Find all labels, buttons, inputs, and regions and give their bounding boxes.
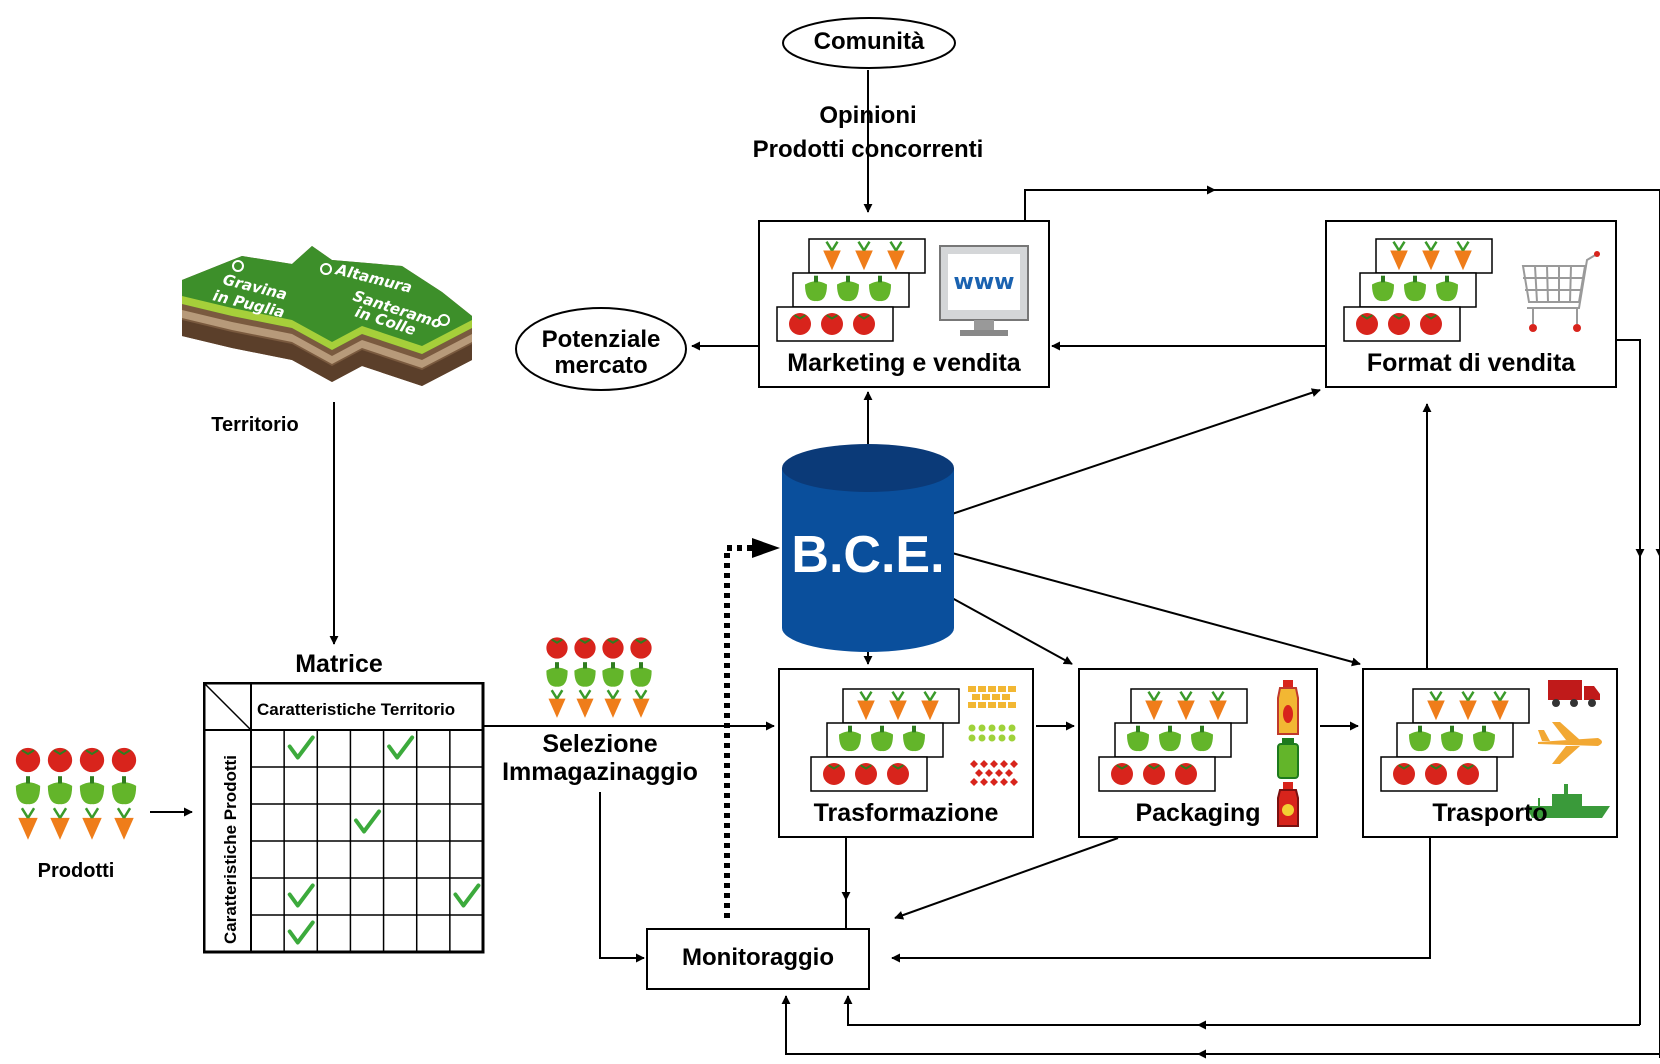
arrow-bottom-loop-1 bbox=[843, 995, 1640, 1026]
arrow-bottom-loop-2 bbox=[781, 995, 1660, 1055]
check-mark-icon bbox=[287, 883, 315, 908]
check-mark-icon bbox=[387, 735, 415, 760]
matrice-label: Matrice bbox=[295, 650, 383, 678]
prodotti-label: Prodotti bbox=[37, 860, 115, 882]
arrow-trasporto-monitoraggio bbox=[891, 838, 1431, 963]
packaging-label: Packaging bbox=[1135, 799, 1261, 827]
matrix-row-header: Caratteristiche Prodotti bbox=[221, 755, 240, 944]
arrow-format-right bbox=[1615, 339, 1641, 1025]
www-monitor-icon: www bbox=[939, 245, 1029, 336]
potenziale-mercato-ellipse bbox=[515, 307, 687, 391]
bce-label: B.C.E. bbox=[791, 526, 944, 584]
check-mark-icon bbox=[287, 735, 315, 760]
immagazinaggio-label: Immagazinaggio bbox=[502, 758, 698, 786]
ship-icon bbox=[1526, 784, 1610, 818]
territorio-map-illustration: Gravina in Puglia Altamura Santeramo in … bbox=[182, 246, 472, 386]
comunita-ellipse bbox=[782, 17, 956, 69]
packaging-box: Packaging bbox=[1078, 668, 1318, 838]
selezione-label: Selezione bbox=[542, 730, 658, 758]
trasformazione-label: Trasformazione bbox=[813, 799, 999, 827]
format-label: Format di vendita bbox=[1366, 349, 1576, 377]
produce-stack-icon bbox=[1380, 688, 1530, 792]
check-mark-icon bbox=[453, 883, 481, 908]
arrow-marketing-top-loop bbox=[1024, 189, 1660, 220]
arrow-bce-packaging bbox=[951, 597, 1073, 665]
marketing-label: Marketing e vendita bbox=[787, 349, 1021, 377]
processed-food-icon bbox=[968, 686, 1018, 786]
trasporto-box: Trasporto bbox=[1362, 668, 1618, 838]
produce-stack-icon bbox=[776, 238, 926, 342]
potenziale-label: Potenziale bbox=[541, 326, 661, 353]
produce-stack-icon bbox=[810, 688, 960, 792]
format-box: Format di vendita bbox=[1325, 220, 1617, 388]
marketing-box: www Marketing e vendita bbox=[758, 220, 1050, 388]
produce-stack-icon bbox=[1098, 688, 1248, 792]
trasporto-label: Trasporto bbox=[1432, 799, 1548, 827]
prodotti-concorrenti-label: Prodotti concorrenti bbox=[752, 136, 984, 163]
arrow-selezione-monitoraggio bbox=[599, 792, 645, 963]
arrow-monitoraggio-bce-dotted bbox=[724, 545, 752, 918]
arrow-bce-format bbox=[951, 388, 1321, 515]
airplane-icon bbox=[1538, 722, 1602, 764]
prodotti-produce-icon bbox=[12, 744, 140, 840]
matrice-table: Caratteristiche Territorio Caratteristic… bbox=[203, 682, 485, 954]
monitoraggio-label: Monitoraggio bbox=[682, 944, 834, 971]
truck-icon bbox=[1548, 680, 1600, 707]
arrow-bce-trasporto bbox=[951, 552, 1361, 667]
bce-database-cylinder: B.C.E. bbox=[782, 444, 954, 652]
check-mark-icon bbox=[287, 920, 315, 945]
territorio-label: Territorio bbox=[211, 414, 299, 436]
www-text: www bbox=[954, 270, 1015, 295]
opinioni-label: Opinioni bbox=[819, 102, 917, 129]
arrow-packaging-monitoraggio bbox=[894, 837, 1119, 920]
matrix-col-header: Caratteristiche Territorio bbox=[257, 700, 455, 719]
mercato-label: mercato bbox=[554, 352, 648, 379]
selezione-produce-icon bbox=[543, 634, 655, 718]
check-mark-icon bbox=[354, 809, 381, 834]
monitoraggio-box: Monitoraggio bbox=[646, 928, 870, 990]
produce-stack-icon bbox=[1343, 238, 1493, 342]
shopping-cart-icon bbox=[1521, 251, 1600, 332]
bottles-icon bbox=[1277, 680, 1299, 827]
comunita-label: Comunità bbox=[813, 28, 925, 55]
trasformazione-box: Trasformazione bbox=[778, 668, 1034, 838]
